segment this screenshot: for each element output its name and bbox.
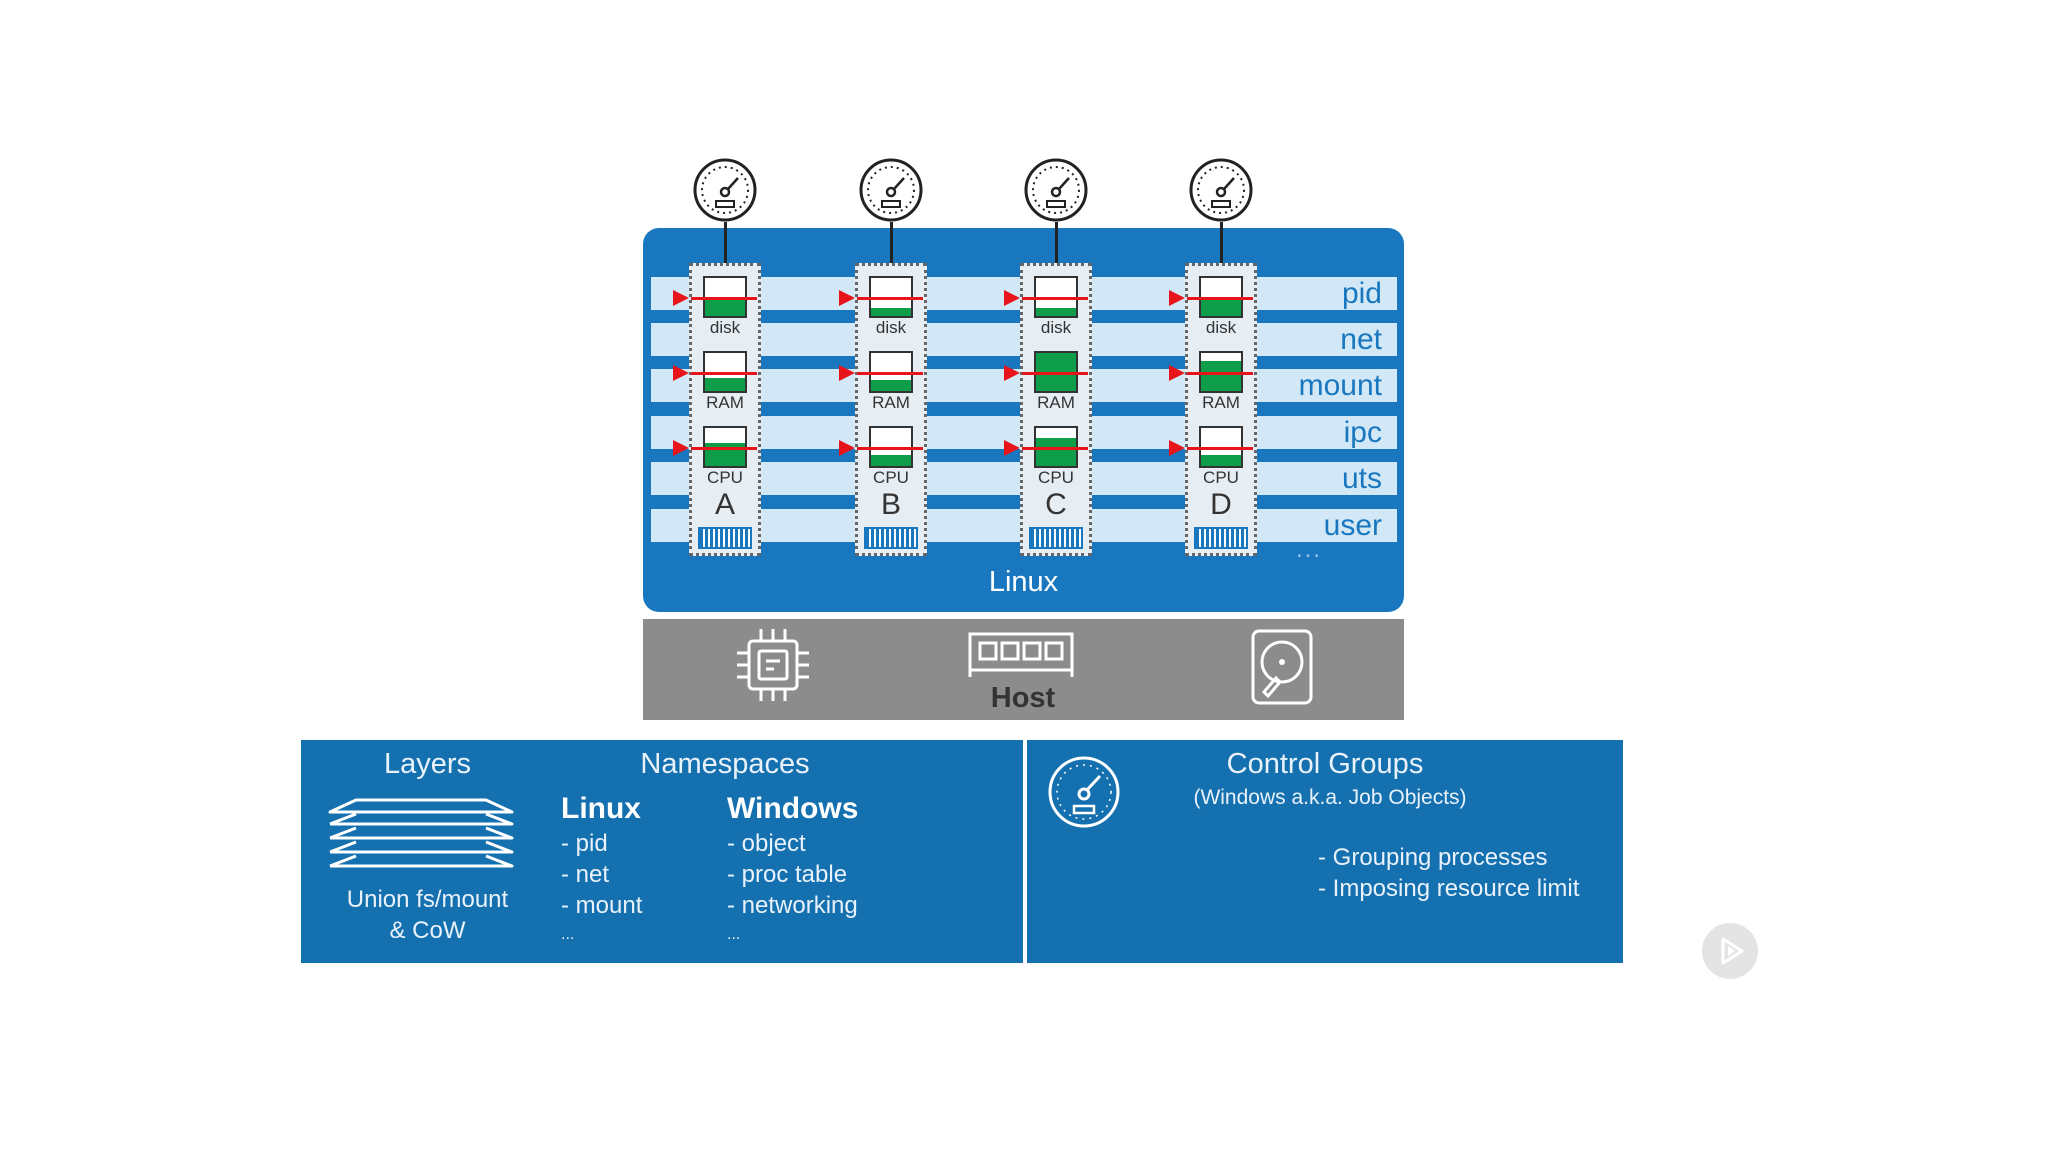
limit-arrow-icon xyxy=(673,290,689,306)
limit-arrow-icon xyxy=(1004,365,1020,381)
gauge-icon xyxy=(692,157,757,222)
namespaces-windows-title: Windows xyxy=(727,792,859,825)
disk-usage-fill xyxy=(1036,308,1076,316)
disk-usage-fill xyxy=(1201,298,1241,316)
namespaces-linux-item: - pid xyxy=(561,830,608,857)
container-id: D xyxy=(1210,488,1232,521)
ram-usage-fill xyxy=(705,377,745,391)
control-groups-item: - Grouping processes xyxy=(1318,844,1548,871)
cpu-limit-line xyxy=(1022,447,1088,450)
limit-arrow-icon xyxy=(1169,365,1185,381)
more-namespaces-ellipsis: ... xyxy=(1296,536,1323,563)
namespaces-windows-item: - networking xyxy=(727,892,858,919)
limit-arrow-icon xyxy=(839,440,855,456)
disk-label: disk xyxy=(875,318,907,337)
cpu-usage-fill xyxy=(1201,454,1241,466)
hard-disk-icon xyxy=(1250,628,1314,711)
gauge-connector xyxy=(1220,222,1223,264)
ram-label: RAM xyxy=(706,393,744,412)
limit-arrow-icon xyxy=(1169,440,1185,456)
namespaces-linux-title: Linux xyxy=(561,792,641,825)
layers-caption-line1: Union fs/mount xyxy=(346,886,509,913)
disk-limit-line xyxy=(1187,297,1253,300)
gauge-icon xyxy=(1188,157,1253,222)
disk-limit-line xyxy=(691,297,757,300)
disk-limit-line xyxy=(1022,297,1088,300)
linux-label: Linux xyxy=(988,566,1059,598)
namespaces-windows-item: ... xyxy=(727,926,741,943)
cpu-limit-line xyxy=(691,447,757,450)
cpu-label: CPU xyxy=(1203,468,1239,487)
ram-label: RAM xyxy=(1202,393,1240,412)
limit-arrow-icon xyxy=(673,365,689,381)
container-id: C xyxy=(1045,488,1067,521)
namespace-label-user: user xyxy=(1323,509,1382,542)
namespace-label-uts: uts xyxy=(1341,462,1382,495)
container-image-barcode xyxy=(864,527,918,549)
namespaces-windows-item: - proc table xyxy=(727,861,848,888)
limit-arrow-icon xyxy=(839,365,855,381)
cpu-label: CPU xyxy=(873,468,909,487)
layers-stack-icon xyxy=(326,794,516,879)
play-icon xyxy=(1721,937,1744,965)
namespace-label-ipc: ipc xyxy=(1343,416,1382,449)
namespace-label-net: net xyxy=(1340,323,1382,356)
gauge-icon xyxy=(1044,752,1124,837)
gauge-connector xyxy=(1055,222,1058,264)
limit-arrow-icon xyxy=(673,440,689,456)
cpu-limit-line xyxy=(857,447,923,450)
namespace-label-mount: mount xyxy=(1298,369,1382,402)
disk-label: disk xyxy=(1040,318,1072,337)
cpu-label: CPU xyxy=(1038,468,1074,487)
namespaces-linux-item: ... xyxy=(561,926,575,943)
namespaces-linux-item: - net xyxy=(561,861,610,888)
ram-usage-fill xyxy=(871,379,911,391)
disk-label: disk xyxy=(1205,318,1237,337)
container-image-barcode xyxy=(1194,527,1248,549)
control-groups-title: Control Groups xyxy=(1226,748,1424,780)
gauge-connector xyxy=(890,222,893,264)
cpu-limit-line xyxy=(1187,447,1253,450)
container-id: A xyxy=(714,488,735,521)
namespaces-title: Namespaces xyxy=(640,748,810,780)
host-label: Host xyxy=(990,682,1056,714)
cpu-label: CPU xyxy=(707,468,743,487)
limit-arrow-icon xyxy=(1004,440,1020,456)
ram-label: RAM xyxy=(1037,393,1075,412)
ram-module-icon xyxy=(968,632,1074,683)
namespaces-linux-item: - mount xyxy=(561,892,643,919)
layers-title: Layers xyxy=(383,748,472,780)
ram-limit-line xyxy=(1022,372,1088,375)
cpu-usage-fill xyxy=(871,454,911,466)
container-id: B xyxy=(880,488,901,521)
cpu-usage-fill xyxy=(1036,437,1076,466)
layers-caption-line2: & CoW xyxy=(389,917,466,944)
disk-limit-line xyxy=(857,297,923,300)
control-groups-items-clip: - Grouping processes - Imposing resource… xyxy=(1027,740,1623,963)
disk-usage-fill xyxy=(705,297,745,316)
limit-arrow-icon xyxy=(1004,290,1020,306)
control-groups-item: - Imposing resource limit xyxy=(1318,875,1580,902)
ram-label: RAM xyxy=(872,393,910,412)
gauge-icon xyxy=(1023,157,1088,222)
ram-limit-line xyxy=(1187,372,1253,375)
namespace-label-pid: pid xyxy=(1341,277,1382,310)
container-image-barcode xyxy=(698,527,752,549)
gauge-connector xyxy=(724,222,727,264)
ram-limit-line xyxy=(857,372,923,375)
play-button[interactable] xyxy=(1702,923,1758,979)
cpu-chip-icon xyxy=(733,625,813,710)
container-image-barcode xyxy=(1029,527,1083,549)
namespaces-windows-item: - object xyxy=(727,830,806,857)
disk-label: disk xyxy=(709,318,741,337)
limit-arrow-icon xyxy=(1169,290,1185,306)
control-groups-panel xyxy=(1027,740,1623,963)
ram-limit-line xyxy=(691,372,757,375)
gauge-icon xyxy=(858,157,923,222)
limit-arrow-icon xyxy=(839,290,855,306)
control-groups-subtitle: (Windows a.k.a. Job Objects) xyxy=(1193,786,1467,809)
disk-usage-fill xyxy=(871,308,911,316)
ram-usage-fill xyxy=(1201,360,1241,391)
